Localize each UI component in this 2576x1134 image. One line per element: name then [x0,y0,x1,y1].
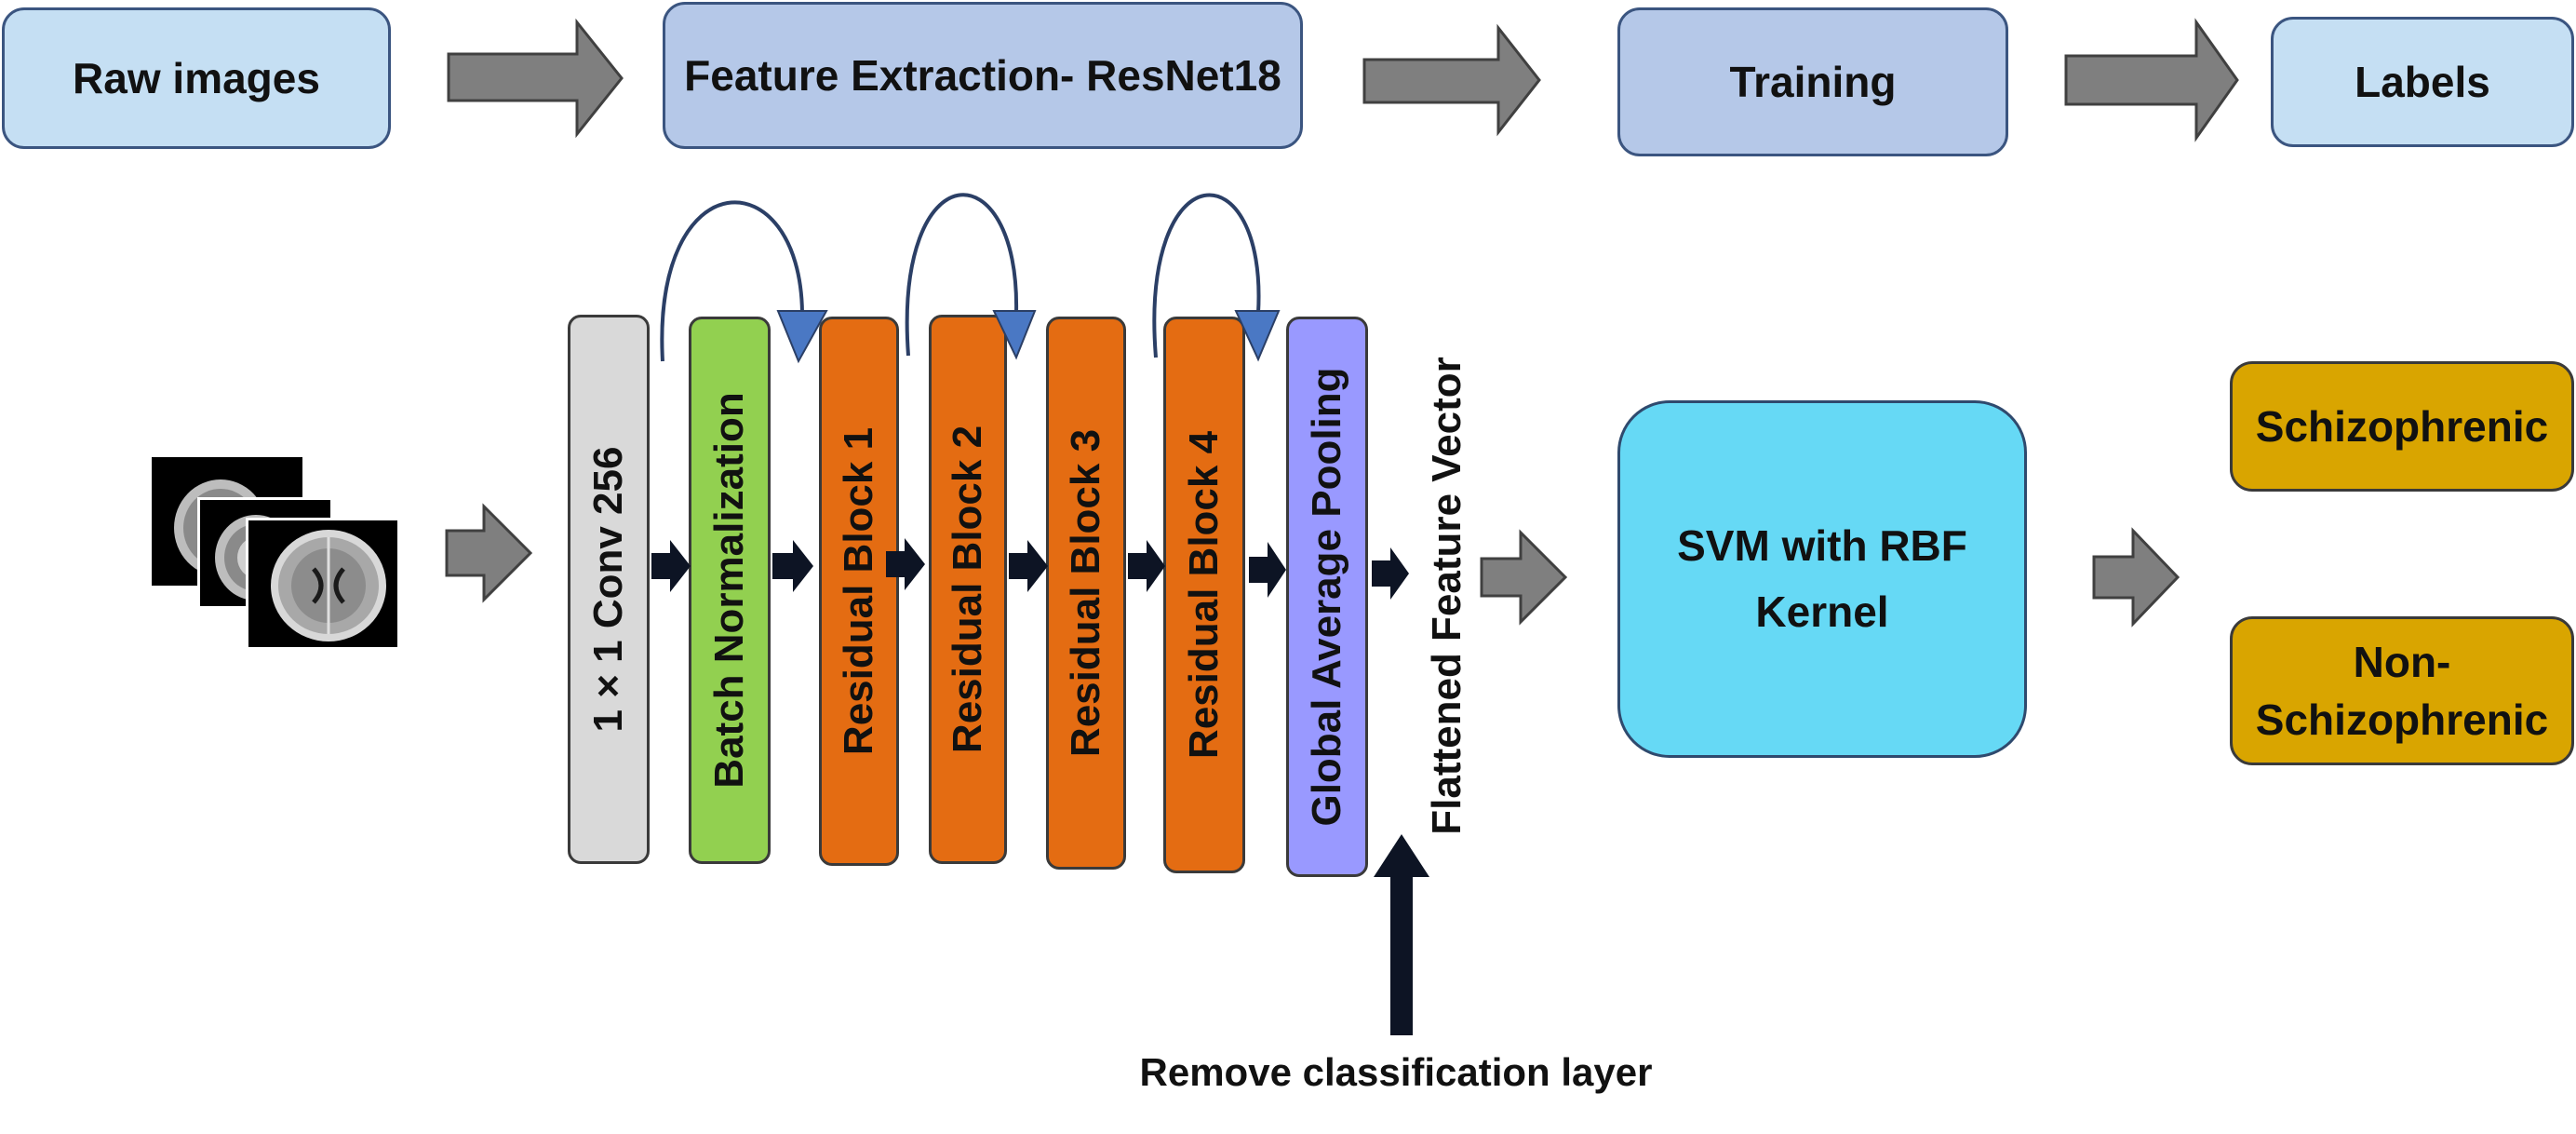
layer-arrow-1 [651,540,691,592]
feature-extraction-box: Feature Extraction- ResNet18 [663,2,1303,149]
batch-norm-layer: Batch Normalization [689,317,771,864]
skip-connection-3 [1152,193,1261,358]
svm-label-line1: SVM with RBF [1677,520,1967,570]
top-arrow-1 [447,18,624,139]
layer-arrow-6 [1249,542,1286,598]
residual-block-2: Residual Block 2 [929,315,1007,864]
remove-classification-label: Remove classification layer [1139,1050,1653,1094]
schizophrenic-label: Schizophrenic [2255,401,2549,451]
mri-image-stack [149,454,400,650]
skip-arrowhead-2 [992,310,1037,360]
layer-arrow-7 [1372,547,1409,600]
raw-images-label: Raw images [73,54,320,102]
raw-images-box: Raw images [2,7,391,149]
residual-block-1: Residual Block 1 [819,317,899,866]
labels-box: Labels [2271,17,2574,147]
conv-layer: 1 × 1 Conv 256 [568,315,650,864]
svm-to-output-arrow [2092,527,2180,628]
global-average-pooling-layer: Global Average Pooling [1286,317,1368,877]
skip-connection-1 [660,200,804,362]
remove-layer-arrow [1374,834,1429,1035]
non-schizophrenic-label-line1: Non- [2353,637,2451,686]
residual-block-4: Residual Block 4 [1163,317,1245,873]
image-arrow [445,503,533,603]
features-to-svm-arrow [1480,529,1568,626]
svm-label-line2: Kernel [1755,587,1889,636]
layer-arrow-4 [1009,540,1048,592]
mri-slice-3 [246,518,400,650]
layer-arrow-5 [1128,540,1165,592]
non-schizophrenic-box: Non- Schizophrenic [2230,616,2574,765]
remove-classification-note: Remove classification layer [1098,1050,1694,1115]
layer-arrow-2 [772,540,813,592]
top-arrow-3 [2064,18,2239,142]
skip-arrowhead-3 [1234,310,1281,362]
schizophrenic-box: Schizophrenic [2230,361,2574,492]
labels-label: Labels [2355,58,2490,106]
skip-connection-2 [905,193,1019,357]
skip-arrowhead-1 [776,310,828,364]
non-schizophrenic-label-line2: Schizophrenic [2255,695,2549,744]
top-arrow-2 [1362,23,1541,137]
svm-box: SVM with RBF Kernel [1617,400,2027,758]
layer-arrow-3 [886,538,925,590]
feature-extraction-label: Feature Extraction- ResNet18 [684,51,1281,100]
residual-block-3: Residual Block 3 [1046,317,1126,870]
training-label: Training [1729,58,1897,106]
training-box: Training [1617,7,2008,156]
